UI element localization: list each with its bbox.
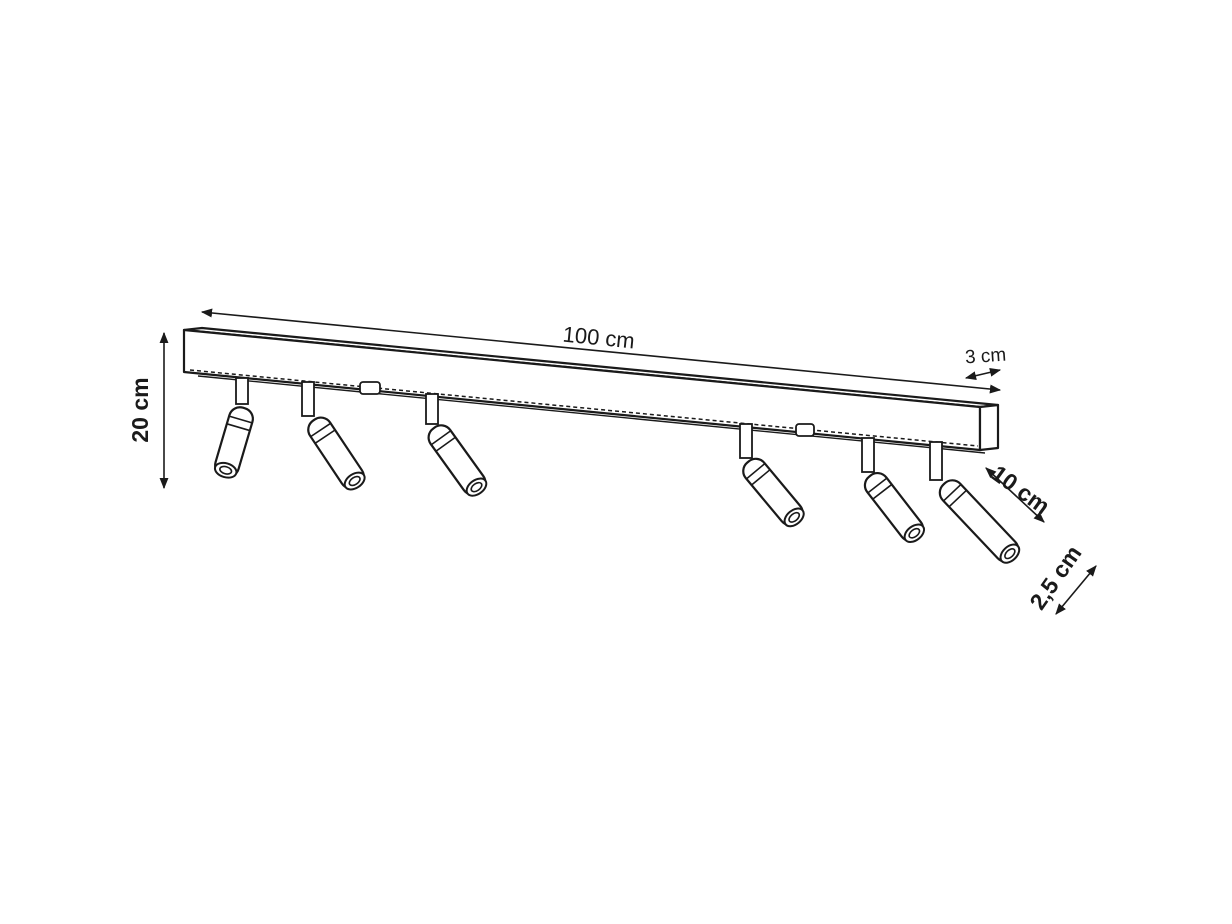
depth-label: 3 cm [964,345,1007,369]
dimension-height: 20 cm [127,331,169,490]
spot-length-label: 10 cm [987,460,1055,519]
spotlight [739,423,805,528]
spotlight [929,441,1021,564]
height-label: 20 cm [127,377,153,442]
dimension-depth: 3 cm [964,345,1007,381]
spotlights [213,377,1021,564]
spotlight [213,377,254,479]
spotlight [301,381,366,491]
spot-diameter-label: 2,5 cm [1024,541,1086,615]
spotlight [425,393,488,497]
dimension-spot-length: 10 cm [985,460,1055,523]
dimension-spot-diameter: 2,5 cm [1024,541,1097,615]
spotlight [861,437,926,543]
dimension-length: 100 cm [200,308,1002,394]
